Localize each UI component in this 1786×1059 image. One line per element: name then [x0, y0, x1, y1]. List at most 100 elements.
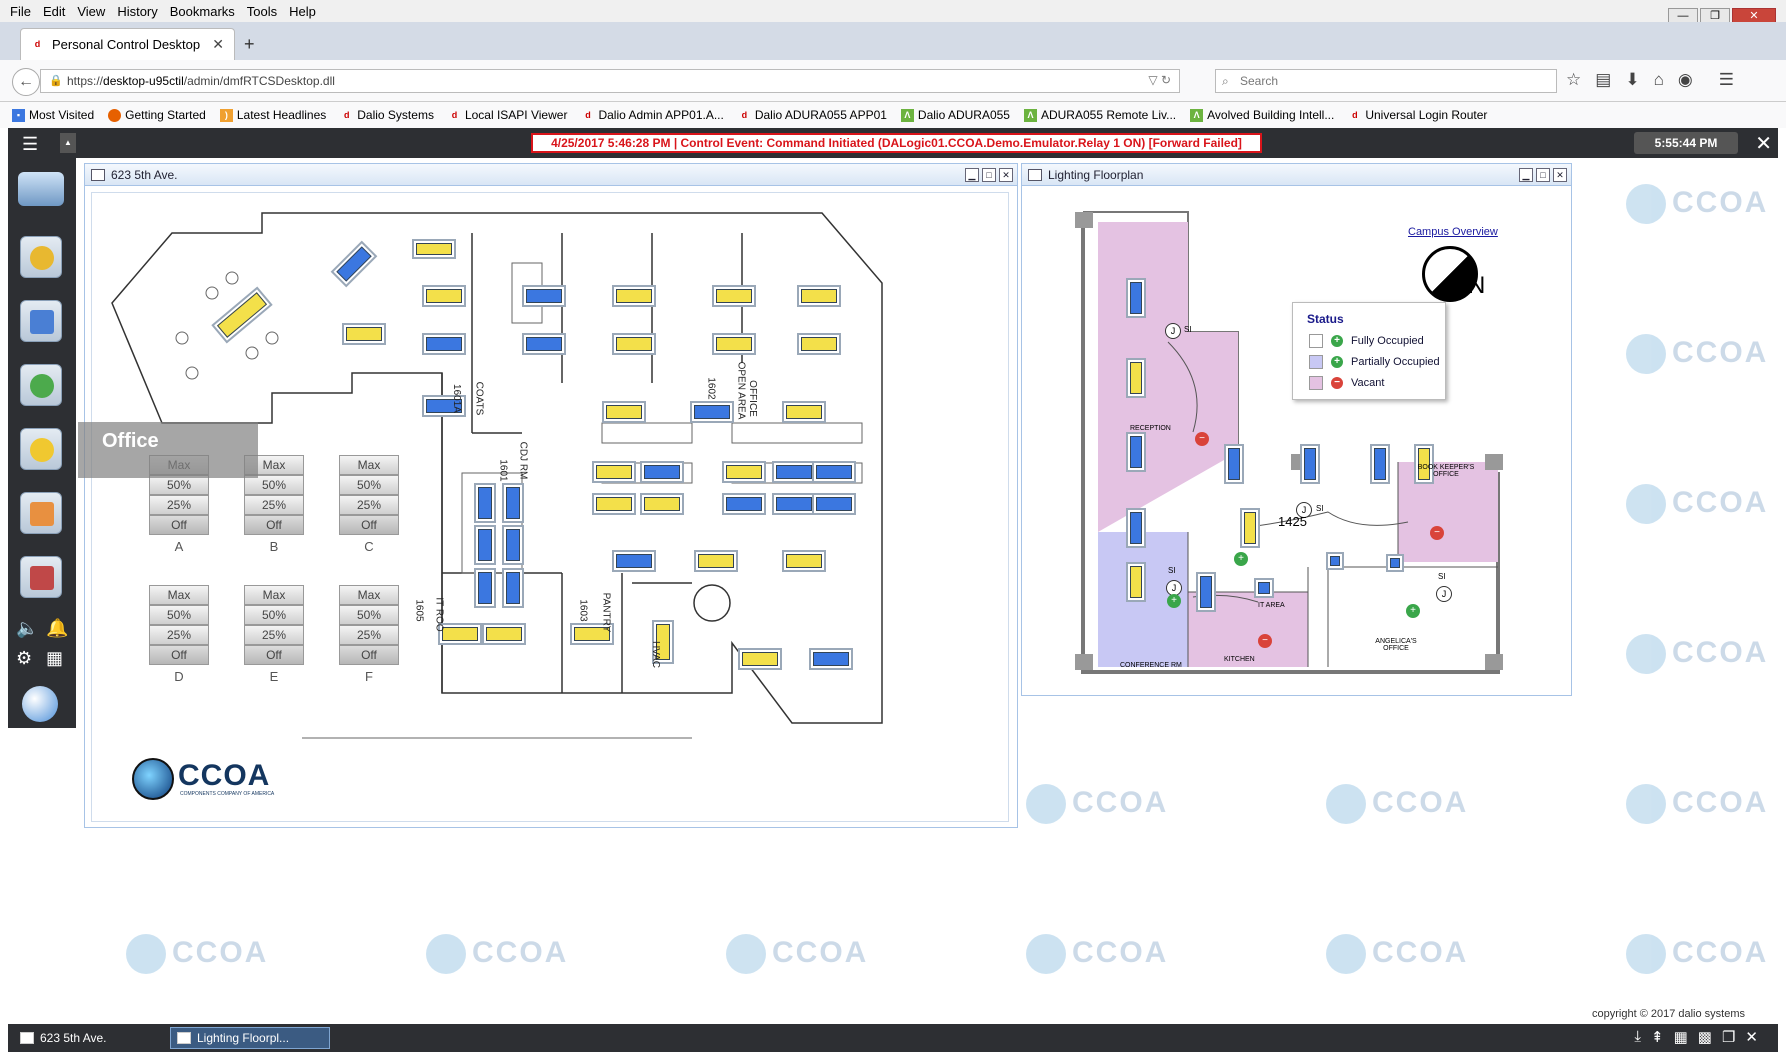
light-fixture[interactable] [722, 461, 766, 483]
cloud-storage-icon[interactable] [18, 172, 64, 206]
gear-icon[interactable]: ⚙ [16, 648, 33, 668]
level-button[interactable]: 25% [244, 625, 304, 645]
menu-file[interactable]: File [10, 3, 31, 19]
light-fixture[interactable] [1240, 508, 1260, 548]
light-fixture[interactable] [782, 401, 826, 423]
light-fixture[interactable] [712, 285, 756, 307]
bookmark-most-visited[interactable]: ▪Most Visited [12, 108, 94, 122]
light-fixture[interactable] [502, 525, 524, 565]
level-button[interactable]: Max [149, 585, 209, 605]
reload-icon[interactable]: ▽ ↻ [1148, 73, 1171, 87]
light-fixture[interactable] [722, 493, 766, 515]
sidebar-clock-button[interactable] [20, 236, 62, 278]
light-fixture[interactable] [772, 461, 816, 483]
light-fixture[interactable] [422, 285, 466, 307]
light-fixture[interactable] [474, 525, 496, 565]
status-occupied-icon[interactable]: + [1234, 552, 1248, 566]
level-button[interactable]: 25% [149, 495, 209, 515]
sensor-si[interactable]: SI [1168, 566, 1176, 575]
level-button[interactable]: 25% [339, 495, 399, 515]
light-fixture[interactable] [738, 648, 782, 670]
url-bar[interactable]: 🔒 https://desktop-u95ctil/admin/dmfRTCSD… [40, 69, 1180, 93]
app-close-icon[interactable]: ✕ [1755, 133, 1772, 155]
light-fixture[interactable] [1254, 578, 1274, 598]
close-icon[interactable]: ✕ [1553, 167, 1567, 182]
level-button[interactable]: Off [339, 645, 399, 665]
sidebar-reports-button[interactable] [20, 300, 62, 342]
window-titlebar[interactable]: Lighting Floorplan ▁□✕ [1022, 164, 1571, 186]
menu-bookmarks[interactable]: Bookmarks [169, 3, 235, 19]
light-fixture[interactable] [812, 493, 856, 515]
status-vacant-icon[interactable]: − [1430, 526, 1444, 540]
level-button[interactable]: 50% [339, 475, 399, 495]
close-icon[interactable]: ✕ [999, 167, 1013, 182]
light-fixture[interactable] [782, 550, 826, 572]
bell-icon[interactable]: 🔔 [46, 618, 69, 638]
light-fixture[interactable] [592, 493, 636, 515]
light-fixture[interactable] [592, 461, 636, 483]
download-icon[interactable]: ⬇ [1625, 70, 1640, 89]
calendar-icon[interactable]: ▦ [46, 648, 64, 668]
minimize-icon[interactable]: ▁ [1519, 167, 1533, 182]
light-fixture[interactable] [797, 333, 841, 355]
light-fixture[interactable] [640, 493, 684, 515]
junction-j[interactable]: J [1165, 323, 1181, 339]
taskbar-item-lighting-floorplan[interactable]: Lighting Floorpl... [170, 1027, 330, 1049]
level-button[interactable]: 50% [244, 475, 304, 495]
light-fixture[interactable] [570, 623, 614, 645]
bookmark-latest-headlines[interactable]: )Latest Headlines [219, 108, 326, 122]
sensor-si[interactable]: SI [1184, 325, 1192, 334]
sidebar-lighting-button[interactable] [20, 428, 62, 470]
level-button[interactable]: Off [149, 645, 209, 665]
light-fixture[interactable] [612, 333, 656, 355]
status-occupied-icon[interactable]: + [1167, 594, 1181, 608]
level-button[interactable]: Max [339, 585, 399, 605]
light-fixture[interactable] [612, 285, 656, 307]
junction-j[interactable]: J [1436, 586, 1452, 602]
status-occupied-icon[interactable]: + [1406, 604, 1420, 618]
light-fixture[interactable] [612, 550, 656, 572]
light-fixture[interactable] [422, 333, 466, 355]
light-fixture[interactable] [694, 550, 738, 572]
close-all-icon[interactable]: ✕ [1745, 1029, 1758, 1046]
light-fixture[interactable] [812, 461, 856, 483]
restore-icon[interactable]: ❐ [1721, 1029, 1736, 1046]
light-fixture[interactable] [522, 285, 566, 307]
collapse-toggle-icon[interactable]: ▲ [60, 133, 76, 153]
light-fixture[interactable] [712, 333, 756, 355]
light-fixture[interactable] [1126, 562, 1146, 602]
light-fixture[interactable] [1414, 444, 1434, 484]
hamburger-menu-icon[interactable]: ☰ [1718, 70, 1734, 89]
light-fixture[interactable] [690, 401, 734, 423]
menu-tools[interactable]: Tools [246, 3, 278, 19]
status-vacant-icon[interactable]: − [1195, 432, 1209, 446]
sidebar-schedule-button[interactable] [20, 492, 62, 534]
light-fixture[interactable] [412, 239, 456, 259]
light-fixture[interactable] [640, 461, 684, 483]
light-fixture[interactable] [1126, 358, 1146, 398]
level-button[interactable]: Off [244, 515, 304, 535]
light-fixture[interactable] [1386, 554, 1404, 572]
level-button[interactable]: 50% [149, 605, 209, 625]
light-fixture[interactable] [772, 493, 816, 515]
light-fixture[interactable] [1224, 444, 1244, 484]
bookmark-getting-started[interactable]: Getting Started [108, 108, 206, 122]
level-button[interactable]: Off [244, 645, 304, 665]
light-fixture[interactable] [1370, 444, 1390, 484]
level-button[interactable]: Off [149, 515, 209, 535]
maximize-icon[interactable]: □ [1536, 167, 1550, 182]
level-button[interactable]: 25% [244, 495, 304, 515]
search-input[interactable]: ⌕ Search [1215, 69, 1557, 93]
level-button[interactable]: Max [244, 455, 304, 475]
junction-j[interactable]: J [1296, 502, 1312, 518]
cascade-icon[interactable]: ⇞ [1651, 1029, 1664, 1046]
light-fixture[interactable] [474, 568, 496, 608]
light-fixture[interactable] [502, 568, 524, 608]
menu-help[interactable]: Help [289, 3, 316, 19]
bookmark-star-icon[interactable]: ☆ [1566, 70, 1582, 89]
sidebar-play-button[interactable] [20, 364, 62, 406]
